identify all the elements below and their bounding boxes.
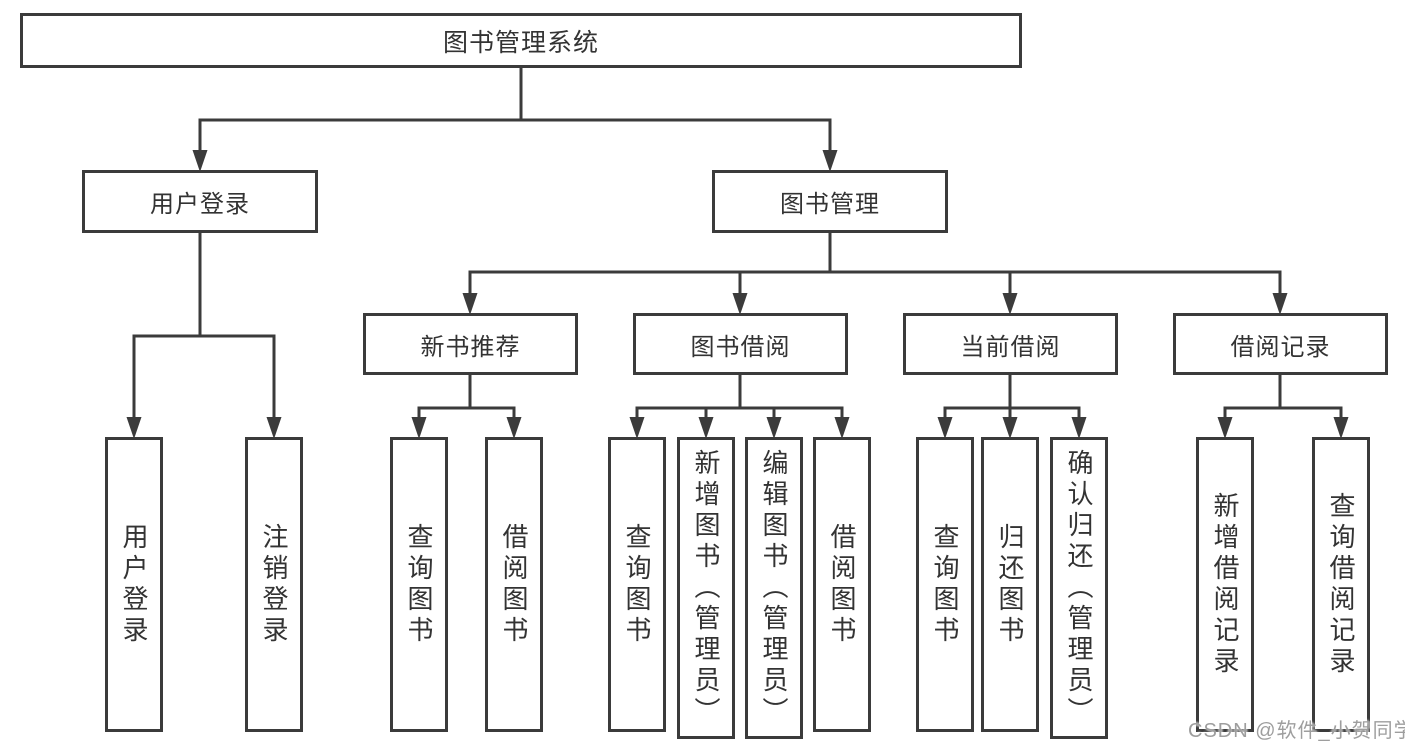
leaf-query-borrow-record: 查询借阅记录	[1312, 437, 1370, 732]
leaf-confirm-return-admin: 确认归还（管理员）	[1050, 437, 1108, 739]
leaf-borrow-books-borrow: 借阅图书	[813, 437, 871, 732]
leaf-query-books-recommend: 查询图书	[390, 437, 448, 732]
leaf-return-books: 归还图书	[981, 437, 1039, 732]
leaf-add-borrow-record: 新增借阅记录	[1196, 437, 1254, 732]
leaf-edit-book-admin: 编辑图书（管理员）	[745, 437, 803, 739]
node-book-borrowing: 图书借阅	[633, 313, 848, 375]
node-book-management: 图书管理	[712, 170, 948, 233]
node-borrowing-records: 借阅记录	[1173, 313, 1388, 375]
leaf-query-books-borrow: 查询图书	[608, 437, 666, 732]
csdn-watermark: CSDN @软件_小贺同学	[1188, 720, 1405, 742]
leaf-user-login: 用户登录	[105, 437, 163, 732]
node-library-management-system: 图书管理系统	[20, 13, 1022, 68]
node-current-borrowing: 当前借阅	[903, 313, 1118, 375]
node-user-login: 用户登录	[82, 170, 318, 233]
leaf-add-book-admin: 新增图书（管理员）	[677, 437, 735, 739]
leaf-query-books-current: 查询图书	[916, 437, 974, 732]
leaf-borrow-books-recommend: 借阅图书	[485, 437, 543, 732]
node-new-book-recommend: 新书推荐	[363, 313, 578, 375]
leaf-logout-login: 注销登录	[245, 437, 303, 732]
